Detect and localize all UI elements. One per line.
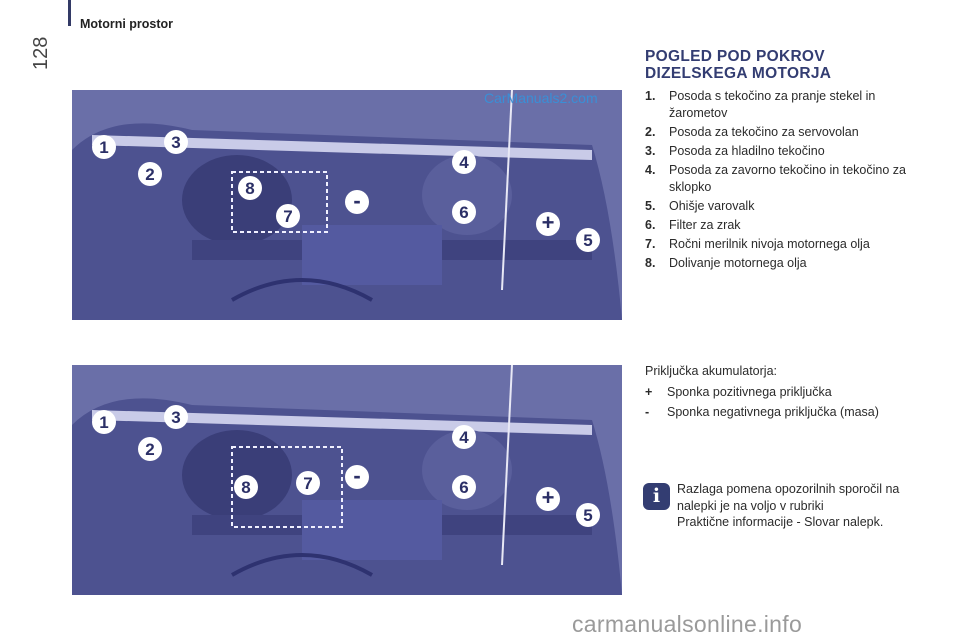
- legend-text: Dolivanje motornega olja: [669, 256, 807, 270]
- legend-text: Posoda za tekočino za servovolan: [669, 125, 859, 139]
- legend-number: 3.: [645, 144, 656, 158]
- callout-label: 1: [92, 135, 116, 159]
- svg-text:8: 8: [245, 179, 254, 198]
- battery-terminal-item: - Sponka negativnega priključka (masa): [645, 404, 879, 421]
- svg-text:-: -: [353, 188, 360, 213]
- svg-text:4: 4: [459, 428, 469, 447]
- page-number: 128: [30, 36, 52, 70]
- page-heading: POGLED POD POKROV DIZELSKEGA MOTORJA: [645, 48, 832, 82]
- callout-label: 2: [138, 162, 162, 186]
- svg-text:6: 6: [459, 478, 468, 497]
- legend-item: 6. Filter za zrak: [645, 217, 935, 234]
- callout-label: 3: [164, 405, 188, 429]
- svg-text:5: 5: [583, 506, 592, 525]
- legend-item: 5. Ohišje varovalk: [645, 198, 935, 215]
- svg-text:1: 1: [99, 138, 108, 157]
- svg-text:8: 8: [241, 478, 250, 497]
- callout-label: 4: [452, 425, 476, 449]
- legend-number: 2.: [645, 125, 656, 139]
- callout-label: 5: [576, 228, 600, 252]
- callout-label: 2: [138, 437, 162, 461]
- svg-text:6: 6: [459, 203, 468, 222]
- svg-text:7: 7: [303, 474, 312, 493]
- legend-number: 7.: [645, 237, 656, 251]
- legend-text: Posoda za zavorno tekočino in tekočino z…: [669, 163, 906, 194]
- callout-label: 6: [452, 475, 476, 499]
- component-legend: 1. Posoda s tekočino za pranje stekel in…: [645, 88, 935, 274]
- watermark-footer[interactable]: carmanualsonline.info: [572, 611, 803, 637]
- callout-label: 3: [164, 130, 188, 154]
- svg-text:4: 4: [459, 153, 469, 172]
- legend-text: Posoda s tekočino za pranje stekel in ža…: [669, 89, 876, 120]
- terminal-sign: +: [645, 385, 653, 399]
- info-note: Razlaga pomena opozorilnih sporočil na n…: [677, 482, 900, 513]
- svg-text:+: +: [542, 210, 555, 235]
- svg-text:1: 1: [99, 413, 108, 432]
- callout-label: +: [536, 210, 560, 236]
- header-bar: [68, 0, 71, 26]
- info-icon: i: [643, 483, 670, 510]
- legend-text: Filter za zrak: [669, 218, 741, 232]
- legend-text: Posoda za hladilno tekočino: [669, 144, 825, 158]
- terminal-text: Sponka pozitivnega priključka: [667, 385, 832, 399]
- callout-label: 6: [452, 200, 476, 224]
- callout-label: +: [536, 485, 560, 511]
- legend-item: 8. Dolivanje motornega olja: [645, 255, 935, 272]
- callout-label: 1: [92, 410, 116, 434]
- callout-label: 7: [296, 471, 320, 495]
- battery-terminal-item: + Sponka pozitivnega priključka: [645, 384, 879, 401]
- info-note-reference: Praktične informacije - Slovar nalepk.: [677, 515, 884, 529]
- svg-text:-: -: [353, 463, 360, 488]
- svg-text:5: 5: [583, 231, 592, 250]
- legend-item: 3. Posoda za hladilno tekočino: [645, 143, 935, 160]
- legend-number: 8.: [645, 256, 656, 270]
- legend-number: 4.: [645, 163, 656, 177]
- legend-number: 1.: [645, 89, 656, 103]
- battery-terminal-list: + Sponka pozitivnega priključka - Sponka …: [645, 384, 879, 424]
- battery-title: Priključka akumulatorja:: [645, 364, 777, 378]
- callout-label: -: [345, 463, 369, 489]
- legend-item: 1. Posoda s tekočino za pranje stekel in…: [645, 88, 935, 122]
- terminal-text: Sponka negativnega priključka (masa): [667, 405, 879, 419]
- callout-label: -: [345, 188, 369, 214]
- svg-text:2: 2: [145, 440, 154, 459]
- callout-label: 8: [238, 176, 262, 200]
- callout-label: 4: [452, 150, 476, 174]
- legend-item: 2. Posoda za tekočino za servovolan: [645, 124, 935, 141]
- legend-item: 4. Posoda za zavorno tekočino in tekočin…: [645, 162, 935, 196]
- svg-text:2: 2: [145, 165, 154, 184]
- callout-label: 7: [276, 204, 300, 228]
- callout-label: 5: [576, 503, 600, 527]
- legend-text: Ohišje varovalk: [669, 199, 755, 213]
- section-title: Motorni prostor: [80, 17, 174, 31]
- callout-label: 8: [234, 475, 258, 499]
- svg-text:+: +: [542, 485, 555, 510]
- legend-text: Ročni merilnik nivoja motornega olja: [669, 237, 870, 251]
- legend-number: 5.: [645, 199, 656, 213]
- svg-text:3: 3: [171, 408, 180, 427]
- svg-text:3: 3: [171, 133, 180, 152]
- legend-number: 6.: [645, 218, 656, 232]
- svg-text:7: 7: [283, 207, 292, 226]
- terminal-sign: -: [645, 405, 650, 419]
- watermark-link[interactable]: CarManuals2.com: [484, 90, 598, 106]
- legend-item: 7. Ročni merilnik nivoja motornega olja: [645, 236, 935, 253]
